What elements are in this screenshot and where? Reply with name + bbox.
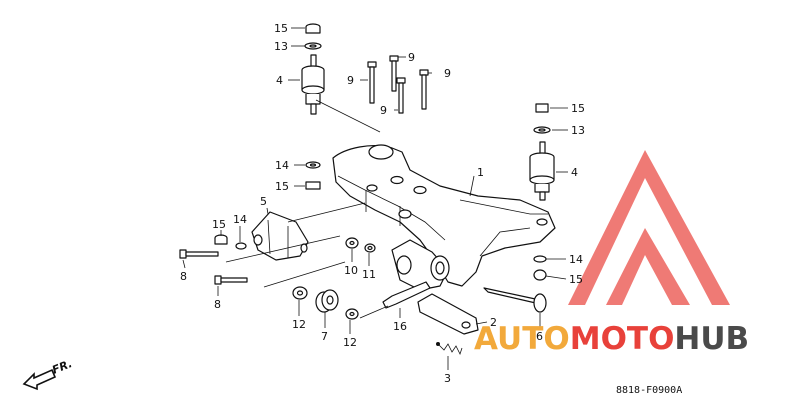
spring-clip-3 (436, 342, 463, 356)
callout-6: 6 (536, 330, 543, 343)
callout-16: 16 (393, 320, 407, 333)
callout-3: 3 (444, 372, 451, 385)
nut-washer-right-lower (533, 255, 547, 281)
watermark-text: AUTOMOTOHUB (474, 321, 749, 357)
callout-2: 2 (490, 316, 497, 329)
nut-10-washer-11 (345, 237, 376, 253)
callout-15: 15 (274, 22, 288, 35)
bolt-9c (396, 77, 406, 114)
nut-washer-15-14 (214, 234, 247, 250)
callout-11: 11 (362, 268, 376, 281)
nut-washer-left (305, 161, 321, 190)
bolts-9 (367, 55, 429, 114)
front-label: FR. (50, 357, 74, 377)
bolt-9a (367, 61, 377, 104)
callout-8: 8 (214, 298, 221, 311)
bolts-8 (179, 249, 248, 285)
callout-14: 14 (233, 213, 247, 226)
watermark-triangle-icon (568, 150, 730, 305)
callout-1: 1 (477, 166, 484, 179)
callout-9: 9 (444, 67, 451, 80)
callout-15: 15 (569, 273, 583, 286)
bolt-9d (419, 69, 429, 110)
watermark-hub: HUB (674, 321, 749, 357)
callout-15: 15 (275, 180, 289, 193)
left-upper-mount (301, 23, 325, 115)
callout-14: 14 (275, 159, 289, 172)
callouts: 15 13 4 9 9 9 9 15 13 4 14 15 1 5 15 14 … (180, 22, 585, 385)
right-upper-mount (529, 103, 555, 201)
callout-13: 13 (274, 40, 288, 53)
bolt-9b (389, 55, 399, 92)
callout-15: 15 (212, 218, 226, 231)
bolt-8b (214, 275, 248, 285)
diagram-code: 8818-F0900A (616, 385, 682, 396)
callout-12: 12 (292, 318, 306, 331)
front-arrow-icon (22, 368, 57, 391)
callout-9: 9 (380, 104, 387, 117)
callout-4: 4 (571, 166, 578, 179)
callout-10: 10 (344, 264, 358, 277)
crossmember-bracket (332, 144, 556, 291)
callout-8: 8 (180, 270, 187, 283)
front-direction-indicator: FR. (22, 357, 74, 391)
watermark-auto: AUTO (474, 321, 570, 357)
watermark-logo (568, 150, 730, 305)
callout-13: 13 (571, 124, 585, 137)
washer-bushing-group (292, 286, 359, 320)
link-plate-2 (417, 293, 479, 335)
watermark-moto: MOTO (570, 321, 675, 357)
callout-15: 15 (571, 102, 585, 115)
bolt-8a (179, 249, 219, 259)
callout-14: 14 (569, 253, 583, 266)
long-bolt-6 (483, 287, 547, 313)
callout-12: 12 (343, 336, 357, 349)
leader-lines (182, 27, 568, 370)
mount-5 (251, 211, 309, 261)
callout-9: 9 (408, 51, 415, 64)
callout-4: 4 (276, 74, 283, 87)
callout-7: 7 (321, 330, 328, 343)
callout-5: 5 (260, 195, 267, 208)
pin-16 (382, 281, 431, 309)
callout-9: 9 (347, 74, 354, 87)
